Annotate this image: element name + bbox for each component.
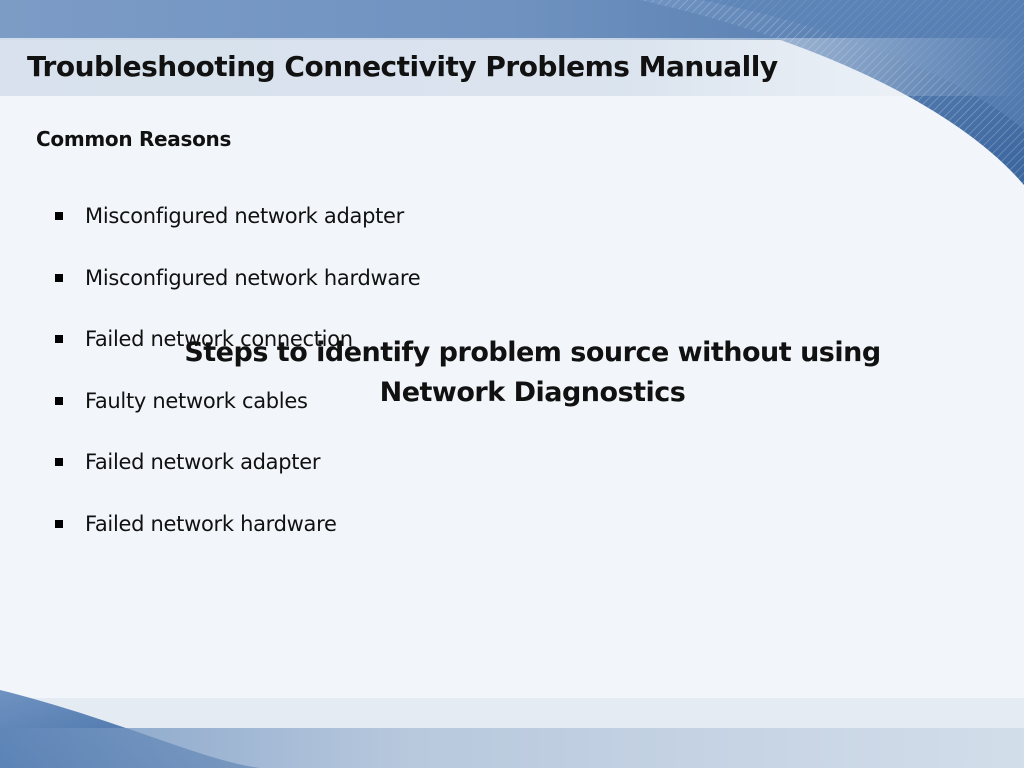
- bullet-item: Failed network hardware: [55, 509, 420, 539]
- corner-swoosh-inner: [700, 0, 1024, 130]
- square-bullet-icon: [55, 212, 63, 220]
- square-bullet-icon: [55, 458, 63, 466]
- bottom-band: [0, 728, 1024, 768]
- bullet-item: Faulty network cables: [55, 386, 420, 416]
- bullet-item: Failed network adapter: [55, 447, 420, 477]
- bullet-text: Failed network hardware: [85, 511, 337, 536]
- bullet-item: Misconfigured network hardware: [55, 263, 421, 293]
- square-bullet-icon: [55, 335, 63, 343]
- section-heading: Common Reasons: [36, 127, 232, 151]
- bullet-text: Misconfigured network adapter: [85, 204, 405, 228]
- bullet-text: Misconfigured network hardware: [85, 265, 421, 290]
- slide-title: Troubleshooting Connectivity Problems Ma…: [27, 50, 778, 83]
- bullet-item: Misconfigured network adapter: [55, 201, 420, 231]
- square-bullet-icon: [55, 519, 63, 528]
- overlay-heading: Steps to identify problem source without…: [184, 337, 881, 408]
- bullet-list: Misconfigured network adapter Misconfigu…: [55, 201, 421, 570]
- bullet-text: Failed network adapter: [85, 450, 321, 474]
- bullet-text: Faulty network cables: [85, 388, 308, 413]
- bullet-item: Failed network connection: [55, 324, 420, 354]
- title-band: [0, 38, 1024, 96]
- square-bullet-icon: [55, 273, 63, 282]
- square-bullet-icon: [55, 396, 63, 405]
- bullet-text: Failed network connection: [85, 327, 353, 351]
